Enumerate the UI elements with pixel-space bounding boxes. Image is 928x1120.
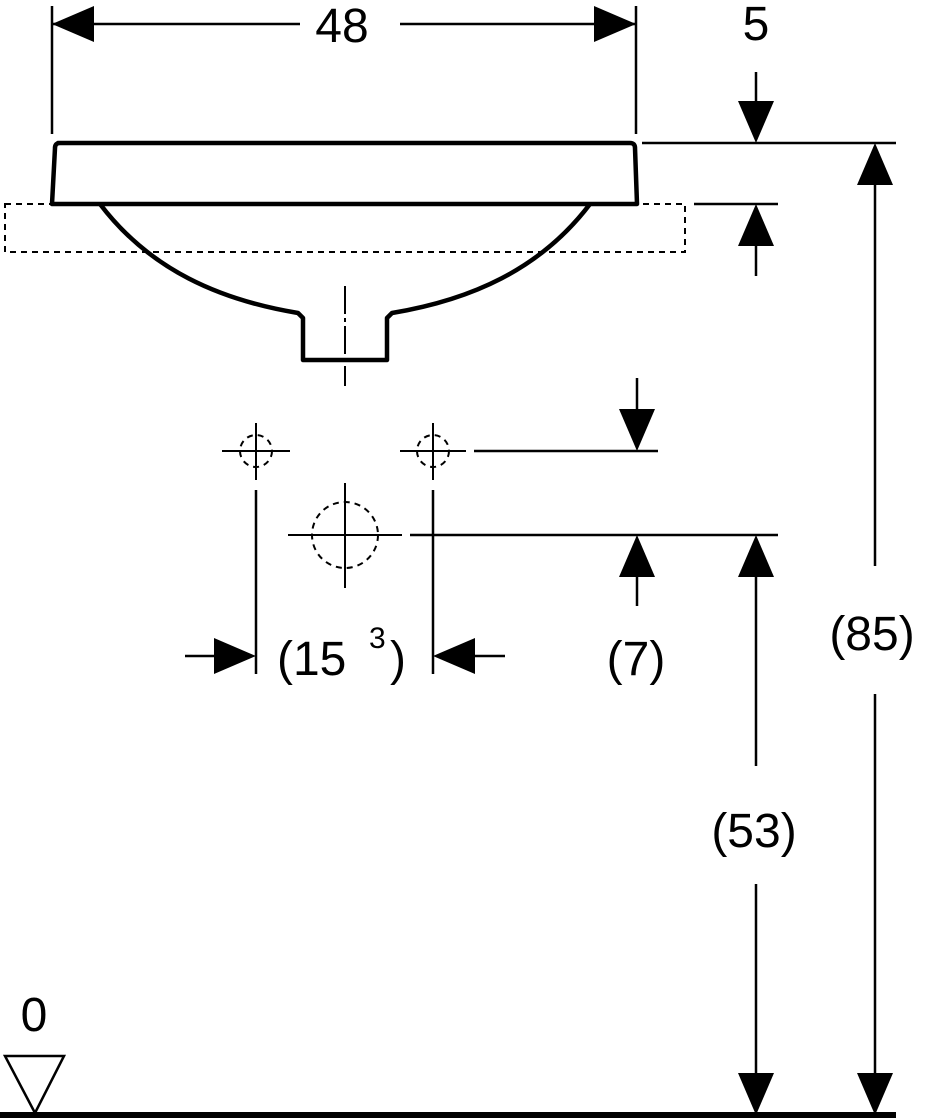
waste-height-dimension: (53): [711, 535, 797, 1115]
basin-rim: [49, 140, 640, 207]
floor-level: 0: [0, 989, 896, 1118]
floor-level-label: 0: [21, 989, 48, 1042]
rim-height-label: 5: [743, 0, 770, 51]
total-height-label: (85): [829, 608, 914, 661]
width-dimension: 48: [50, 0, 638, 134]
width-label: 48: [315, 0, 368, 53]
total-height-dimension: (85): [829, 143, 915, 1115]
countertop-outline: [4, 203, 686, 253]
tap-offset-dimension: (7): [410, 378, 778, 686]
hole-spacing-dimension: (15 3 ): [185, 490, 505, 686]
hole-spacing-label: (15: [277, 633, 346, 686]
rim-height-dimension: 5: [642, 0, 896, 276]
waste-height-label: (53): [711, 805, 796, 858]
washbasin-outline: [4, 140, 686, 386]
tap-holes: [222, 423, 466, 588]
hole-spacing-close: ): [390, 633, 406, 686]
tap-offset-label: (7): [607, 633, 666, 686]
floor-level-triangle-icon: [2, 1054, 67, 1116]
hole-spacing-superscript: 3: [369, 622, 386, 655]
